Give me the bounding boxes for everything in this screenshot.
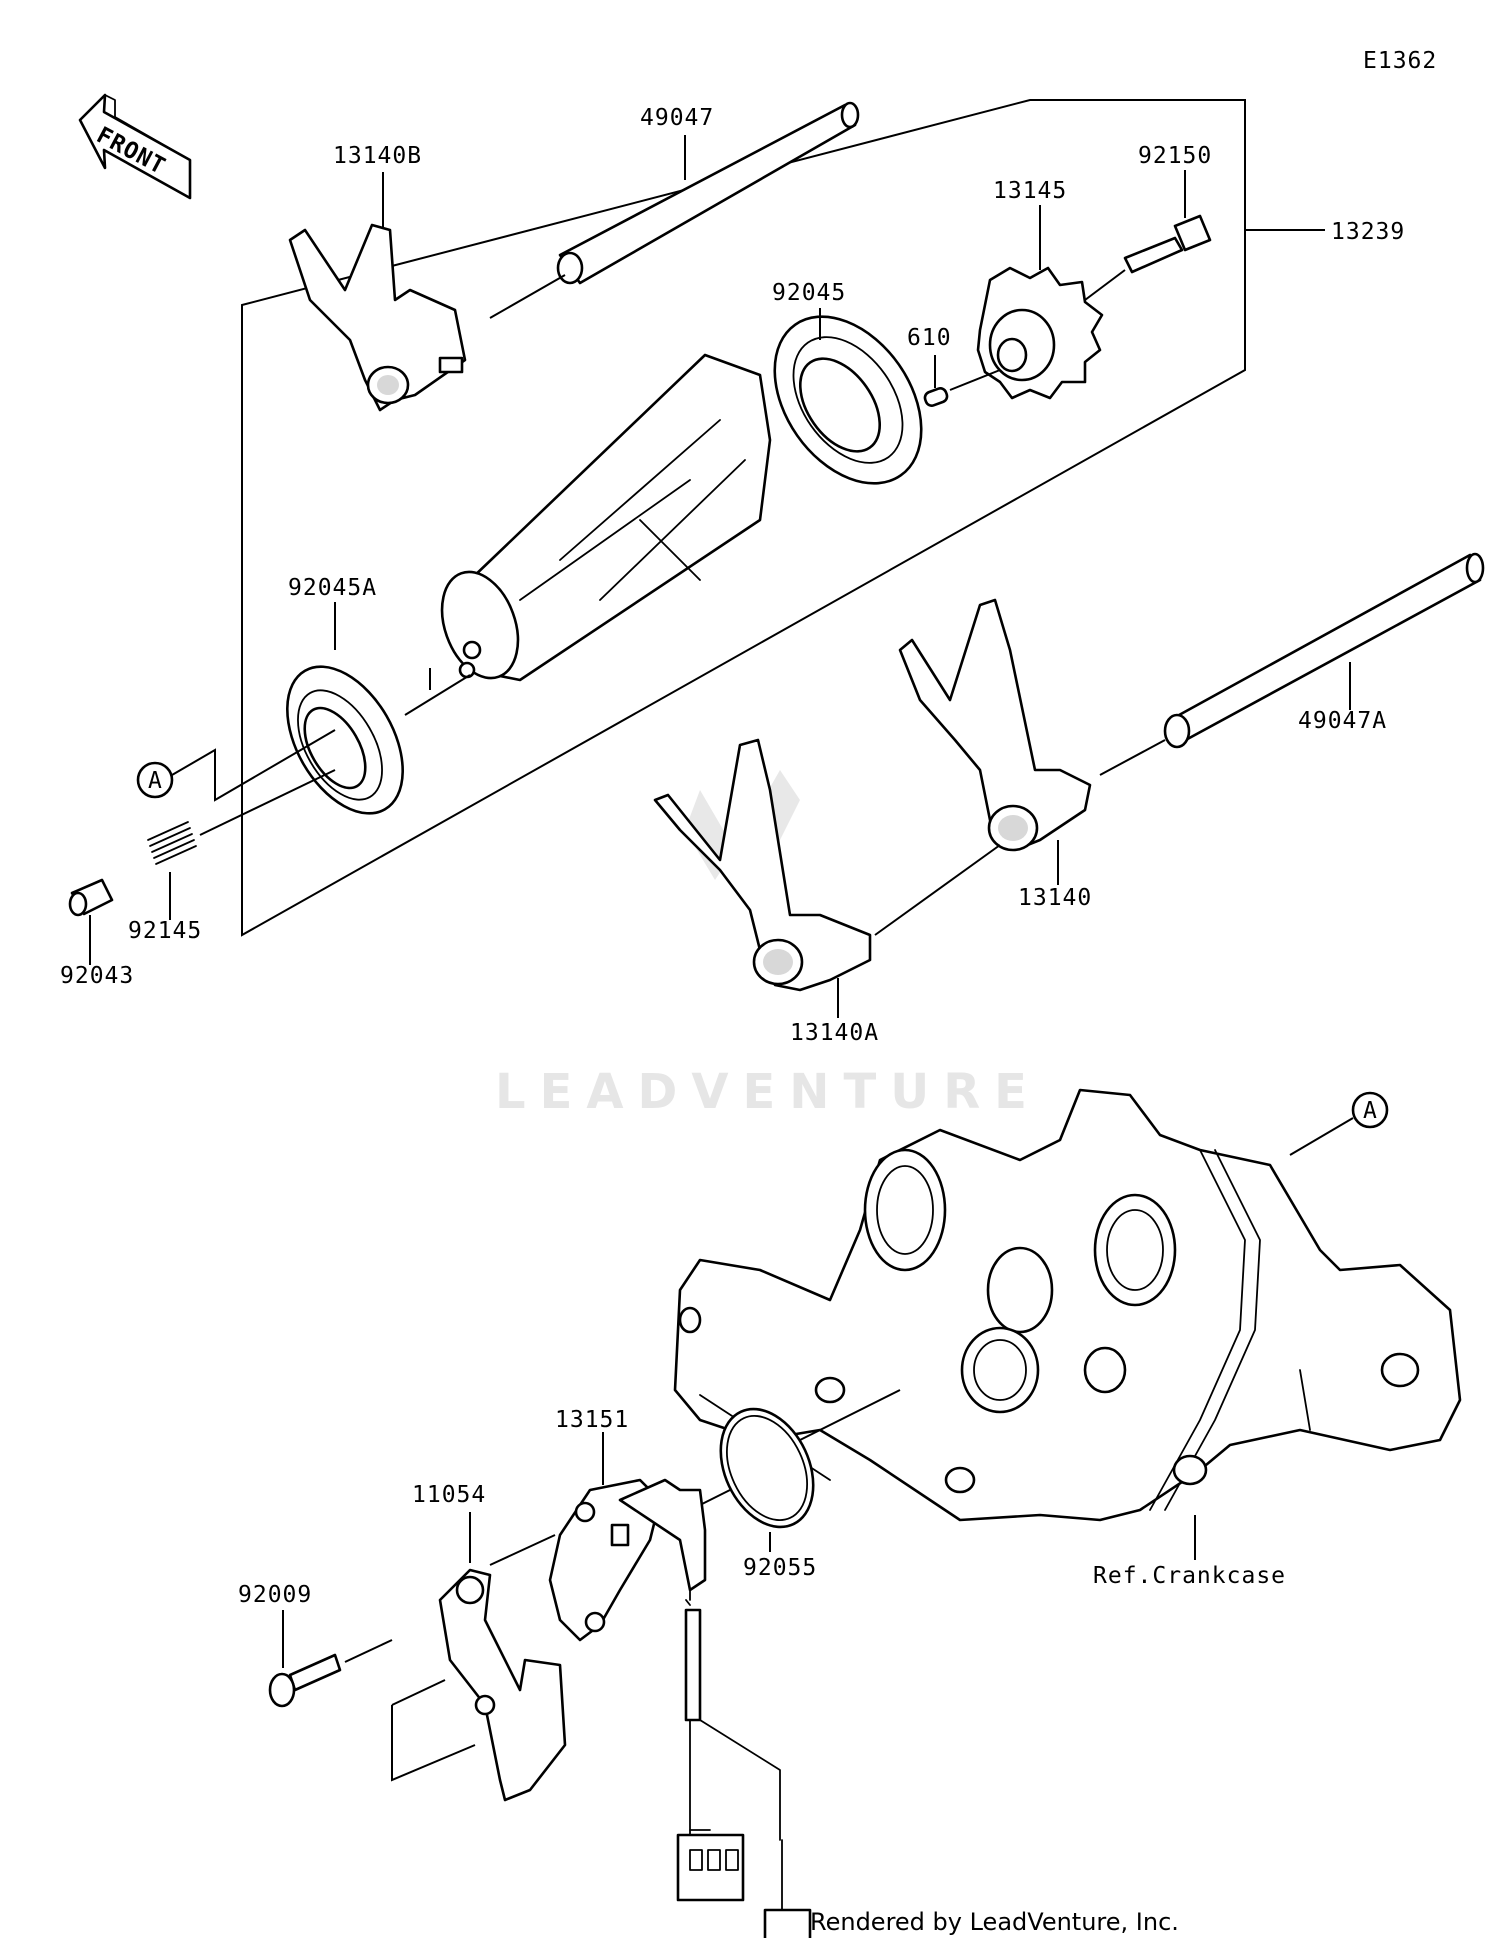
pin-610 bbox=[923, 387, 949, 407]
bolt-92150 bbox=[1123, 214, 1212, 274]
label-13145: 13145 bbox=[993, 178, 1067, 204]
shift-fork-13140 bbox=[898, 598, 1092, 852]
front-arrow-icon: FRONT bbox=[78, 93, 192, 200]
crankcase bbox=[673, 1088, 1462, 1522]
ref-a-left-label: A bbox=[148, 768, 163, 794]
label-11054: 11054 bbox=[412, 1482, 486, 1508]
label-49047: 49047 bbox=[640, 105, 714, 131]
bracket-11054 bbox=[438, 1568, 567, 1802]
label-92009: 92009 bbox=[238, 1582, 312, 1608]
watermark-text: LEADVENTURE bbox=[495, 1064, 1041, 1120]
label-13239: 13239 bbox=[1331, 219, 1405, 245]
shift-rod-49047 bbox=[556, 101, 860, 285]
sensor-13151 bbox=[548, 1478, 707, 1642]
label-92145: 92145 bbox=[128, 918, 202, 944]
shift-drum bbox=[440, 353, 772, 682]
label-92150: 92150 bbox=[1138, 143, 1212, 169]
bearing-92045A bbox=[286, 665, 404, 815]
bolt-92009 bbox=[268, 1653, 342, 1708]
shift-cam-13145 bbox=[976, 266, 1104, 400]
diagram-code: E1362 bbox=[1363, 48, 1437, 74]
spring-92145 bbox=[147, 821, 197, 865]
sensor-harness bbox=[676, 1589, 812, 1938]
o-ring-92055 bbox=[719, 1407, 815, 1529]
ref-a-right-label: A bbox=[1363, 1098, 1378, 1124]
bearing-92045 bbox=[773, 315, 923, 485]
label-610: 610 bbox=[907, 325, 952, 351]
ref-a-right bbox=[1351, 1091, 1389, 1129]
label-92055: 92055 bbox=[743, 1555, 817, 1581]
shift-fork-13140A bbox=[653, 738, 872, 992]
label-92045A: 92045A bbox=[288, 575, 377, 601]
label-13140A: 13140A bbox=[790, 1020, 879, 1046]
shift-fork-13140B bbox=[288, 223, 467, 412]
shift-rod-49047A bbox=[1163, 552, 1485, 749]
label-49047A: 49047A bbox=[1298, 708, 1387, 734]
label-92045: 92045 bbox=[772, 280, 846, 306]
footer-credit: Rendered by LeadVenture, Inc. bbox=[810, 1908, 1179, 1936]
plunger-92043 bbox=[68, 878, 114, 917]
label-13140: 13140 bbox=[1018, 885, 1092, 911]
label-92043: 92043 bbox=[60, 963, 134, 989]
assembly-bracket bbox=[241, 99, 1246, 937]
label-crankcase: Ref.Crankcase bbox=[1093, 1563, 1286, 1589]
ref-a-left bbox=[136, 761, 174, 799]
label-13140B: 13140B bbox=[333, 143, 422, 169]
label-13151: 13151 bbox=[555, 1407, 629, 1433]
